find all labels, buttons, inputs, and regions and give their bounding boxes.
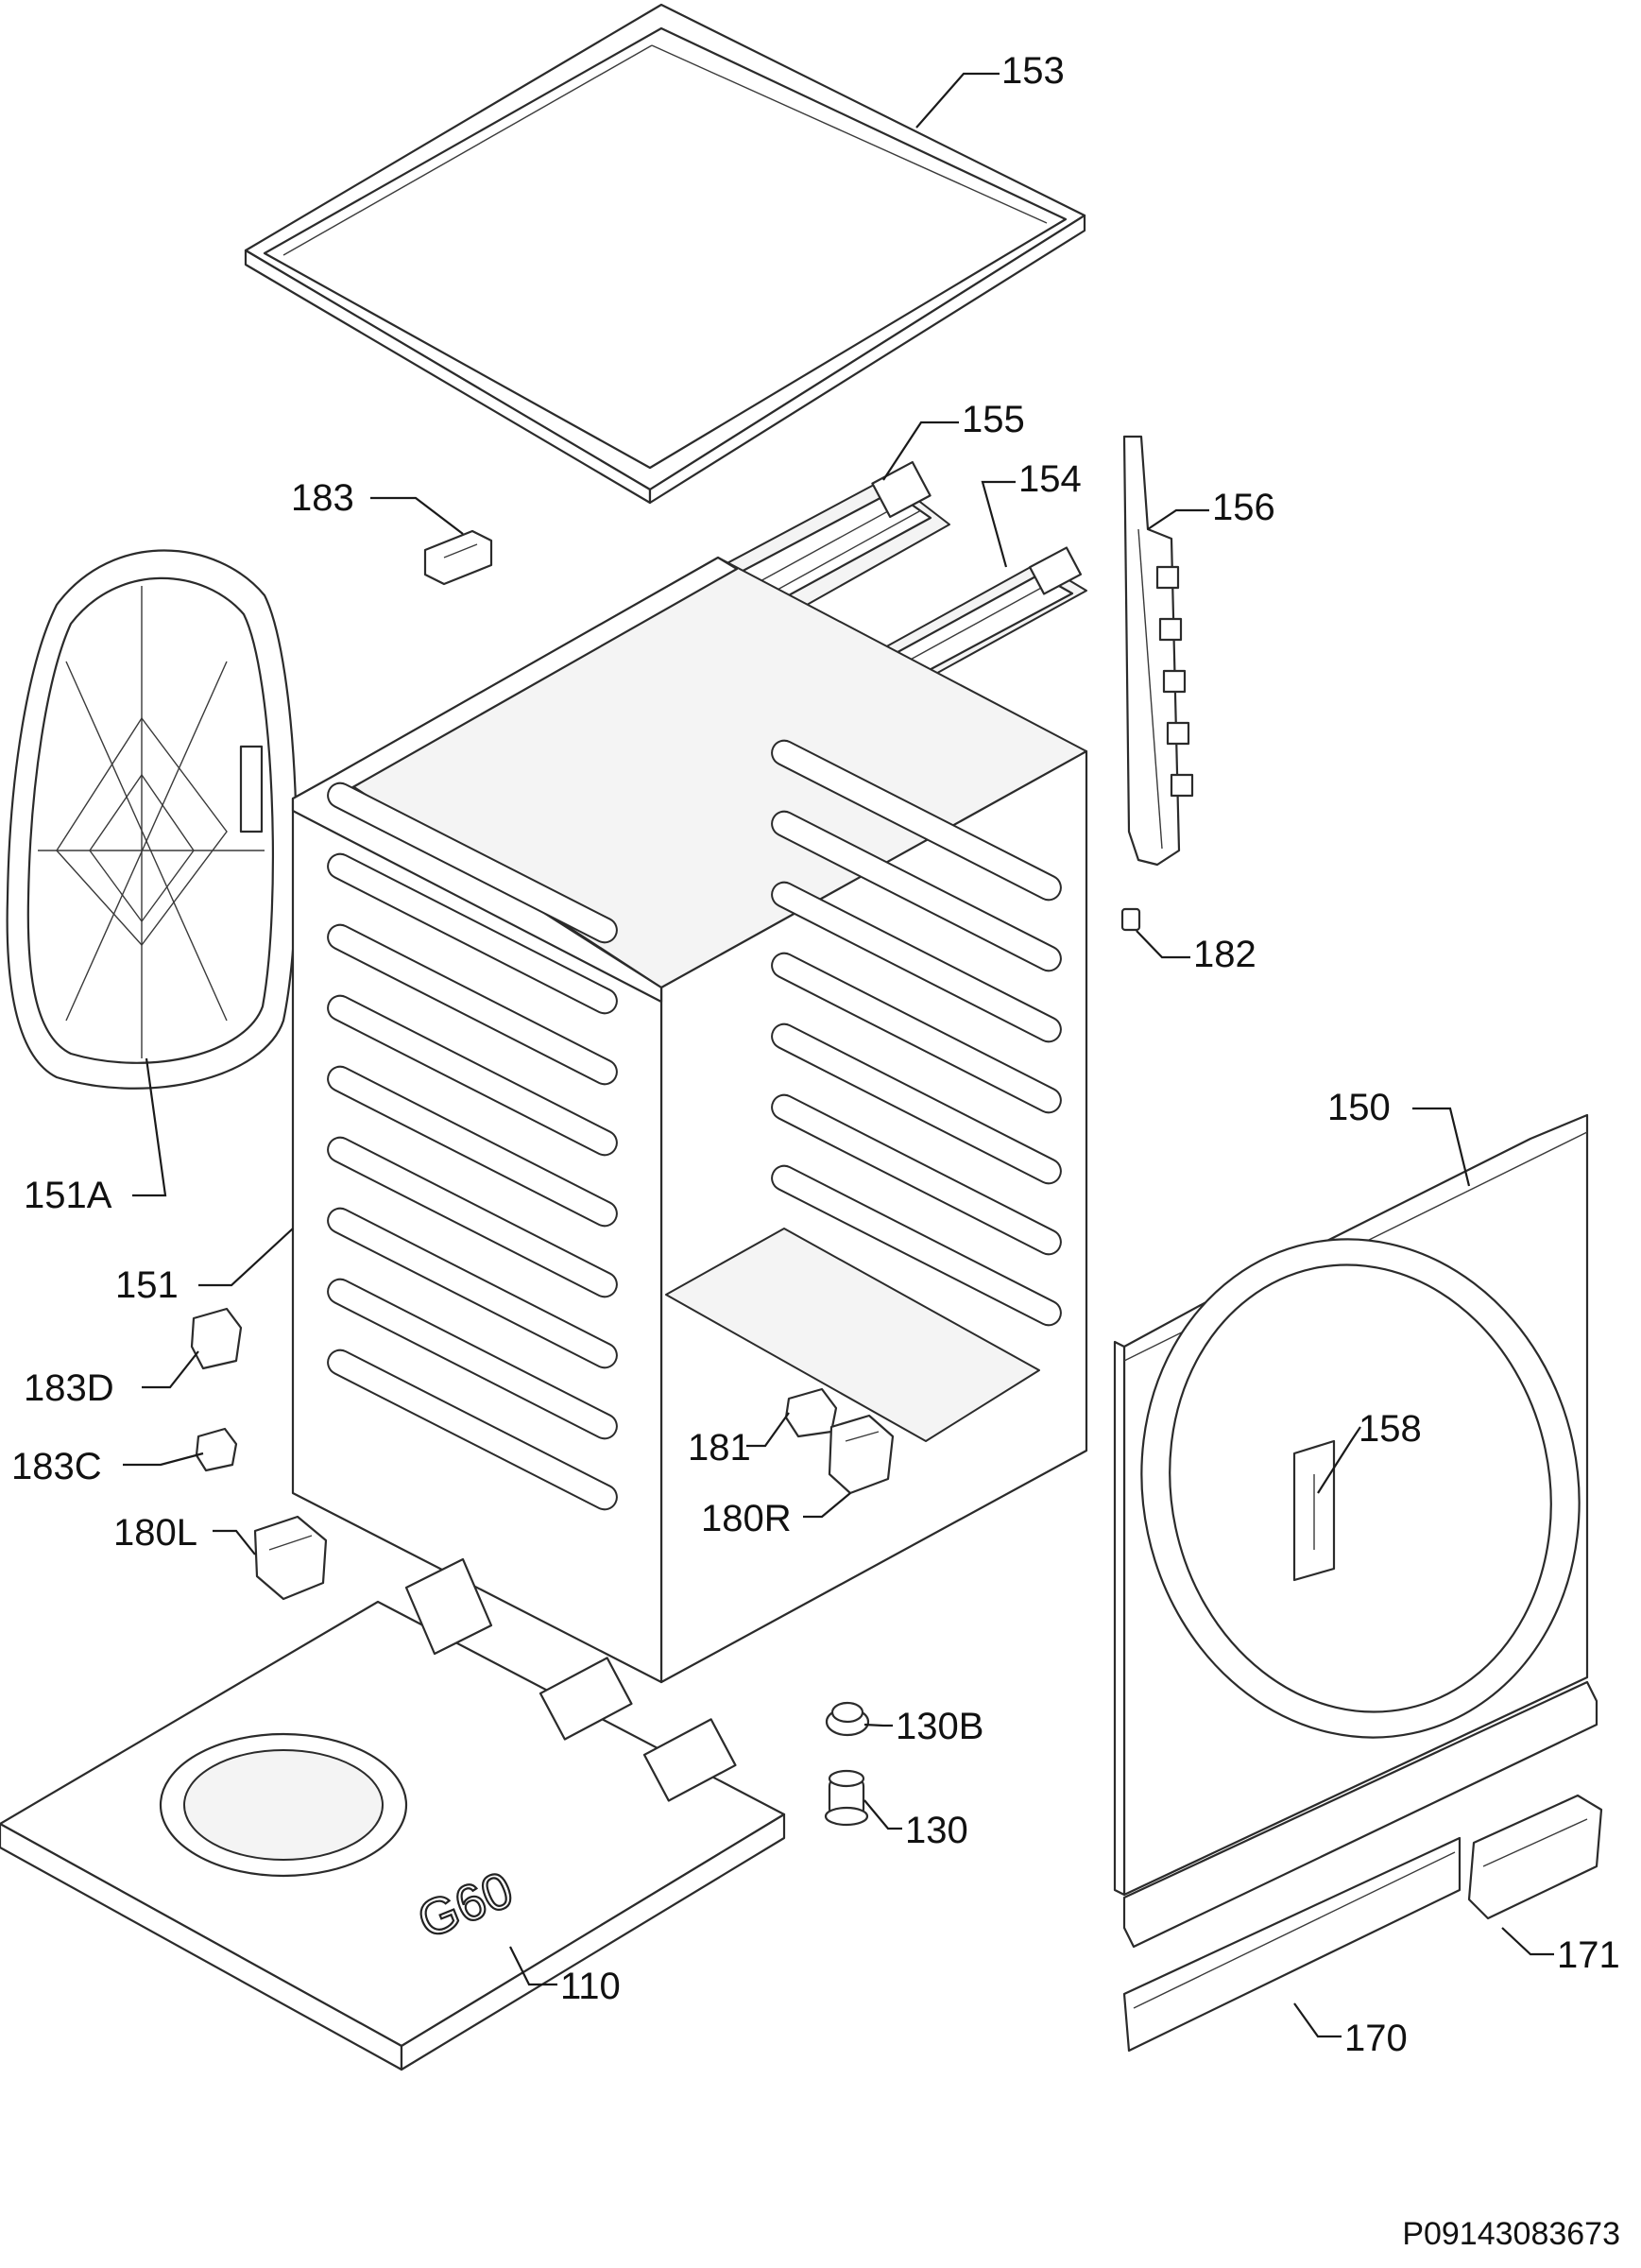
leader-180r (803, 1492, 851, 1519)
part-151a-door-frame (6, 549, 298, 1090)
leader-183d (142, 1350, 199, 1389)
part-150-front-panel (1113, 1113, 1589, 1897)
callout-110: 110 (560, 1966, 621, 2007)
leader-180l (213, 1529, 256, 1555)
callout-151a: 151A (24, 1175, 112, 1216)
leader-183 (370, 496, 464, 535)
callout-156: 156 (1212, 487, 1275, 528)
leader-155 (882, 421, 959, 481)
callout-170: 170 (1344, 2018, 1408, 2059)
part-180r-hinge (828, 1414, 895, 1495)
leader-156 (1147, 508, 1209, 530)
leader-151a (132, 1057, 167, 1197)
part-183c-bracket (195, 1427, 238, 1472)
leader-151 (198, 1228, 294, 1287)
part-130b-foot (825, 1701, 870, 1737)
part-153-top-cover (244, 3, 1086, 505)
part-171-flap (1467, 1794, 1603, 1920)
leader-158 (1317, 1426, 1361, 1494)
cabinet-right-slots (771, 739, 1062, 1327)
leader-183c (123, 1452, 204, 1467)
callout-labels: 153 155 154 156 183 182 150 151A 151 158… (11, 50, 1620, 2059)
callout-180r: 180R (701, 1498, 792, 1539)
callout-183: 183 (291, 477, 354, 519)
callout-130b: 130B (896, 1706, 983, 1747)
leader-130b (863, 1723, 893, 1727)
part-110-base: G60 (0, 1557, 786, 2071)
leader-171 (1501, 1927, 1554, 1956)
callout-153: 153 (1001, 50, 1065, 92)
part-182-clip (1120, 907, 1141, 932)
part-156-side-strip (1122, 435, 1194, 867)
leader-170 (1293, 2002, 1342, 2038)
leader-150 (1412, 1107, 1471, 1187)
callout-155: 155 (962, 399, 1025, 440)
part-180l-hinge (253, 1515, 328, 1601)
callout-181: 181 (688, 1427, 751, 1469)
leader-154 (981, 480, 1016, 568)
callout-150: 150 (1327, 1087, 1391, 1128)
leader-lines (123, 72, 1554, 2038)
callout-183c: 183C (11, 1446, 102, 1487)
callout-154: 154 (1018, 458, 1082, 500)
leader-182 (1136, 930, 1190, 959)
leader-181 (746, 1412, 790, 1448)
callout-158: 158 (1359, 1408, 1422, 1450)
callout-180l: 180L (113, 1512, 197, 1554)
callout-151: 151 (115, 1264, 179, 1306)
leader-153 (915, 72, 1000, 129)
part-158-plate (1292, 1439, 1336, 1582)
document-id: P09143083673 (1402, 2216, 1620, 2252)
callout-183d: 183D (24, 1367, 114, 1409)
leader-130 (863, 1799, 902, 1830)
callout-130: 130 (905, 1810, 968, 1851)
callout-171: 171 (1557, 1934, 1620, 1976)
part-130-foot (824, 1769, 869, 1827)
part-170-plinth (1122, 1680, 1598, 2053)
cabinet-left-slots (327, 782, 618, 1511)
callout-182: 182 (1193, 934, 1256, 975)
part-183d-bracket (190, 1307, 243, 1370)
part-183-bracket (423, 529, 493, 586)
leader-110 (509, 1946, 557, 1986)
